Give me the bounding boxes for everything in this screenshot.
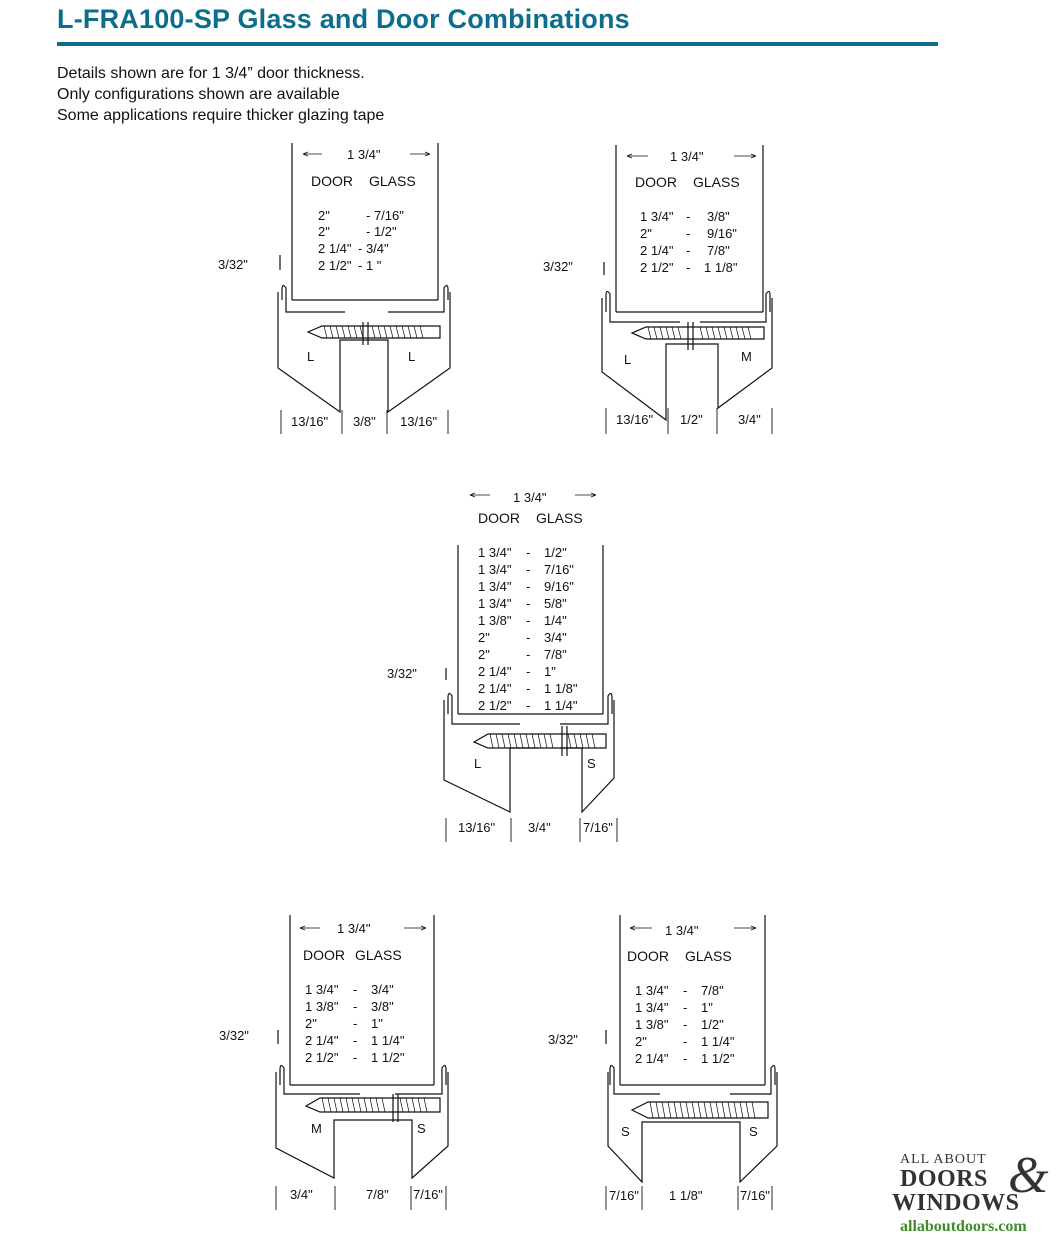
diagram-4-width: 1 3/4": [337, 921, 371, 936]
logo-url: allaboutdoors.com: [900, 1218, 1027, 1235]
diagram-3-glass-header: GLASS: [536, 510, 583, 526]
diagram-5-dim-left: 7/16": [609, 1188, 639, 1203]
diagram-1-width: 1 3/4": [347, 147, 381, 162]
diagram-2-glass-header: GLASS: [693, 174, 740, 190]
diagram-3-gap: 3/32": [387, 666, 417, 681]
diagram-1-gap: 3/32": [218, 257, 248, 272]
diagram-5-dim-center: 1 1/8": [669, 1188, 703, 1203]
diagram-1-door-header: DOOR: [311, 173, 353, 189]
diagram-1-left-profile: L: [307, 349, 315, 364]
notes: Details shown are for 1 3/4” door thickn…: [57, 63, 384, 126]
diagram-2-dim-left: 13/16": [616, 412, 654, 427]
diagram-2-dim-center: 1/2": [680, 412, 703, 427]
page-title: L-FRA100-SP Glass and Door Combinations: [57, 4, 630, 34]
diagram-1-glass-header: GLASS: [369, 173, 416, 189]
note-glazing-tape: Some applications require thicker glazin…: [57, 107, 385, 124]
diagram-1-dim-left: 13/16": [291, 414, 329, 429]
diagram-3-dim-left: 13/16": [458, 820, 496, 835]
logo-line-all-about: ALL ABOUT: [900, 1152, 987, 1167]
diagram-4-dim-right: 7/16": [413, 1187, 443, 1202]
diagram-3-door-header: DOOR: [478, 510, 520, 526]
diagram-4-left-profile: M: [311, 1121, 322, 1136]
diagram-4-glass-header: GLASS: [355, 947, 402, 963]
diagram-3-left-profile: L: [474, 756, 482, 771]
diagram-2-left-profile: L: [624, 352, 632, 367]
diagram-5-right-profile: S: [749, 1124, 758, 1139]
title-rule: [57, 42, 938, 46]
logo-line-doors: DOORS: [900, 1166, 988, 1192]
diagram-1-right-profile: L: [408, 349, 416, 364]
diagram-5-glass-header: GLASS: [685, 948, 732, 964]
allaboutdoors-logo: ALL ABOUT DOORS & WINDOWS allaboutdoors.…: [880, 1147, 1060, 1240]
diagram-1-dim-center: 3/8": [353, 414, 376, 429]
note-thickness: Details shown are for 1 3/4” door thickn…: [57, 65, 365, 82]
diagram-4-right-profile: S: [417, 1121, 426, 1136]
diagram-5-left-profile: S: [621, 1124, 630, 1139]
diagram-2-width: 1 3/4": [670, 149, 704, 164]
logo-line-windows: WINDOWS: [892, 1190, 1020, 1216]
diagram-1-dim-right: 13/16": [400, 414, 438, 429]
diagram-3-dim-right: 7/16": [583, 820, 613, 835]
diagram-2-door-header: DOOR: [635, 174, 677, 190]
diagram-3-width: 1 3/4": [513, 490, 547, 505]
diagram-3-right-profile: S: [587, 756, 596, 771]
diagram-2-dim-right: 3/4": [738, 412, 761, 427]
diagram-2-gap: 3/32": [543, 259, 573, 274]
diagram-5-width: 1 3/4": [665, 923, 699, 938]
diagram-5-door-header: DOOR: [627, 948, 669, 964]
note-configurations: Only configurations shown are available: [57, 86, 340, 103]
diagram-4-gap: 3/32": [219, 1028, 249, 1043]
diagram-2-right-profile: M: [741, 349, 752, 364]
diagram-4-dim-left: 3/4": [290, 1187, 313, 1202]
logo-ampersand: &: [1008, 1147, 1049, 1204]
diagram-5-gap: 3/32": [548, 1032, 578, 1047]
diagram-4-dim-center: 7/8": [366, 1187, 389, 1202]
diagram-3-dim-center: 3/4": [528, 820, 551, 835]
diagram-5-dim-right: 7/16": [740, 1188, 770, 1203]
diagram-4-door-header: DOOR: [303, 947, 345, 963]
